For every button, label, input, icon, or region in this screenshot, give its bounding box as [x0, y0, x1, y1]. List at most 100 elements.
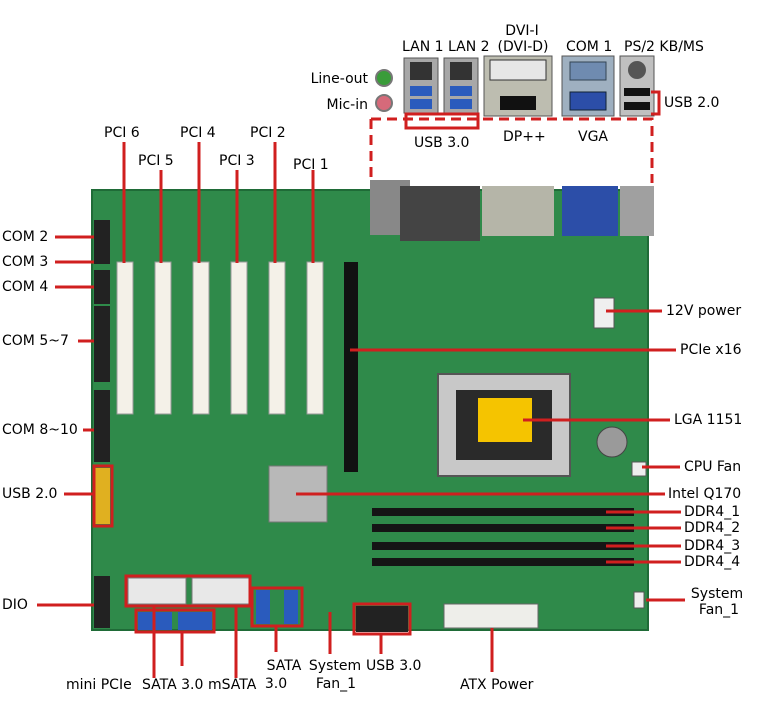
mic-in-jack [375, 94, 393, 112]
com5-7-header [94, 306, 110, 382]
com-vga-on-board [562, 186, 618, 236]
vga-connector [569, 91, 607, 111]
label-pcie16: PCIe x16 [680, 342, 742, 358]
label-pci4: PCI 4 [180, 125, 216, 141]
ddr4-3-slot [372, 542, 634, 550]
label-dvi-line2: (DVI-D) [497, 39, 549, 55]
label-com4: COM 4 [2, 279, 49, 295]
label-pci1: PCI 1 [293, 157, 329, 173]
usb30-bottom-header [356, 606, 408, 632]
label-usb30-bottom: USB 3.0 [366, 658, 422, 674]
cpu-fan-connector [631, 461, 647, 477]
label-mini-pcie: mini PCIe [66, 677, 132, 693]
label-lan2: LAN 2 [448, 39, 490, 55]
label-sysfan-right-line1: System [690, 586, 744, 602]
msata-slot [191, 577, 251, 605]
cmos-battery [596, 426, 628, 458]
callout-lines [37, 90, 685, 678]
label-sata30-b-line1: SATA [266, 658, 302, 674]
system-fan1-right-connector [633, 591, 645, 609]
usb20-header [94, 468, 110, 524]
usb30-port-d [450, 99, 472, 109]
pci5-slot [154, 261, 172, 415]
ddr4-2-slot [372, 524, 634, 532]
lan2-on-board [440, 186, 480, 241]
left-headers [94, 220, 110, 628]
dvi-connector [489, 59, 547, 81]
label-sata30-b-line2: 3.0 [264, 676, 288, 692]
usb30-port-b [410, 99, 432, 109]
pci-slots [116, 261, 358, 472]
label-pci2: PCI 2 [250, 125, 286, 141]
label-usb20-top: USB 2.0 [664, 95, 720, 111]
label-q170: Intel Q170 [668, 486, 742, 502]
label-usb20-left: USB 2.0 [2, 486, 58, 502]
label-vga: VGA [578, 129, 609, 145]
label-dp: DP++ [503, 129, 546, 145]
label-cpu-fan: CPU Fan [684, 459, 742, 475]
label-sata30-a: SATA 3.0 [142, 677, 204, 693]
label-ddr4-2: DDR4_2 [684, 520, 741, 536]
label-sysfan-bottom-line1: System [308, 658, 362, 674]
sata30-a-box [134, 608, 216, 634]
ddr4-4-slot [372, 558, 634, 566]
label-sysfan-right-line2: Fan_1 [698, 602, 740, 618]
pcie16-slot [344, 262, 358, 472]
label-ddr4-3: DDR4_3 [684, 538, 741, 554]
lan1-on-board [400, 186, 440, 241]
line-out-jack [375, 69, 393, 87]
mini-pcie-slot [127, 577, 187, 605]
ps2-on-board [620, 186, 654, 236]
label-msata: mSATA [208, 677, 257, 693]
label-atx-power: ATX Power [460, 677, 534, 693]
label-lga1151: LGA 1151 [674, 412, 743, 428]
io-bracket [369, 117, 654, 183]
label-line-out: Line-out [310, 71, 368, 87]
label-pci6: PCI 6 [104, 125, 140, 141]
com1-connector [569, 61, 607, 81]
label-pci5: PCI 5 [138, 153, 174, 169]
usb20-port-b [624, 102, 650, 110]
atx-power-connector [443, 603, 539, 629]
usb30-top-box [404, 112, 480, 130]
usb30-port-a [410, 86, 432, 96]
12v-power-connector [593, 297, 615, 329]
lan1-socket [410, 62, 432, 80]
com4-header [94, 270, 110, 304]
label-dio: DIO [2, 597, 28, 613]
io-panel [375, 55, 655, 117]
ddr4-1-slot [372, 508, 634, 516]
pci1-slot [306, 261, 324, 415]
label-sysfan-bottom-line2: Fan_1 [315, 676, 357, 692]
label-com5-7: COM 5~7 [2, 333, 69, 349]
label-ddr4-4: DDR4_4 [684, 554, 741, 570]
label-com2: COM 2 [2, 229, 49, 245]
label-ps2: PS/2 KB/MS [624, 39, 704, 55]
usb20-left-box [92, 464, 114, 528]
usb30-port-c [450, 86, 472, 96]
dp-connector [500, 96, 536, 110]
pci2-slot [268, 261, 286, 415]
label-ddr4-1: DDR4_1 [684, 504, 741, 520]
ps2-connector [628, 61, 646, 79]
label-usb30-top: USB 3.0 [414, 135, 470, 151]
usb20-port-a [624, 88, 650, 96]
pci3-slot [230, 261, 248, 415]
label-mic-in: Mic-in [326, 97, 368, 113]
sata30-b-port-1 [256, 590, 270, 624]
label-lan1: LAN 1 [402, 39, 444, 55]
dio-header [94, 576, 110, 628]
label-dvi-line1: DVI-I [505, 23, 539, 39]
pci4-slot [192, 261, 210, 415]
usb20-top-bracket [651, 90, 661, 116]
label-com8-10: COM 8~10 [2, 422, 78, 438]
lan2-socket [450, 62, 472, 80]
dvi-on-board [482, 186, 554, 236]
com8-10-header [94, 390, 110, 462]
label-com3: COM 3 [2, 254, 49, 270]
label-com1: COM 1 [566, 39, 613, 55]
label-pci3: PCI 3 [219, 153, 255, 169]
sata30-b-port-2 [284, 590, 298, 624]
